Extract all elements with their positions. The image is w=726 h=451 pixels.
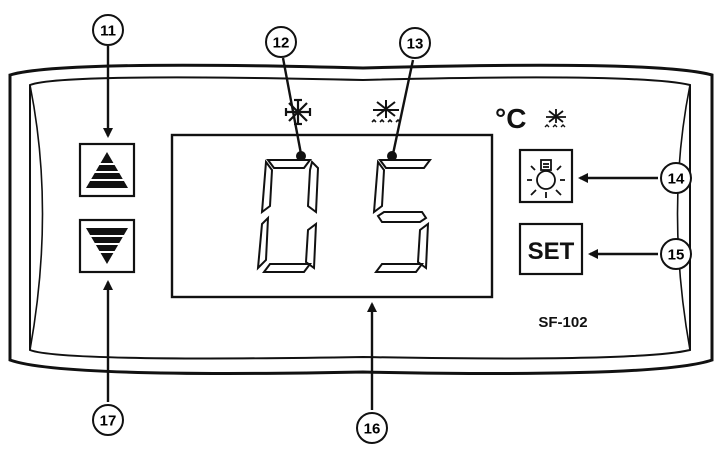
defrost-small-icon [544,109,566,128]
svg-text:16: 16 [364,421,381,438]
callout-12-line [281,57,303,155]
svg-text:11: 11 [100,23,116,40]
callout-17: 17 [92,404,124,436]
unit-label: °C [495,103,526,134]
light-bulb-icon [527,159,565,198]
callout-13-line [391,59,415,155]
triangle-up-icon [86,152,128,188]
callout-16: 16 [356,412,388,444]
indicator-dot-left [296,151,306,161]
svg-text:15: 15 [668,247,685,264]
digit-5 [372,159,432,273]
callout-13: 13 [399,27,431,59]
digit-0 [256,159,320,273]
down-button[interactable] [78,218,136,274]
snowflake-icon [284,98,312,126]
set-button[interactable]: SET [518,222,584,276]
light-button[interactable] [518,148,574,204]
callout-14: 14 [660,162,692,194]
defrost-icon [371,100,401,123]
callout-15: 15 [660,238,692,270]
callout-12: 12 [265,26,297,58]
svg-text:17: 17 [100,413,117,430]
svg-text:12: 12 [273,35,290,52]
svg-text:13: 13 [407,36,424,53]
model-label: SF-102 [538,314,587,331]
display-window [170,133,494,299]
indicator-dot-right [387,151,397,161]
up-button[interactable] [78,142,136,198]
set-button-label: SET [528,238,575,265]
callout-11: 11 [92,14,124,46]
triangle-down-icon [86,228,128,264]
svg-text:14: 14 [668,171,685,188]
